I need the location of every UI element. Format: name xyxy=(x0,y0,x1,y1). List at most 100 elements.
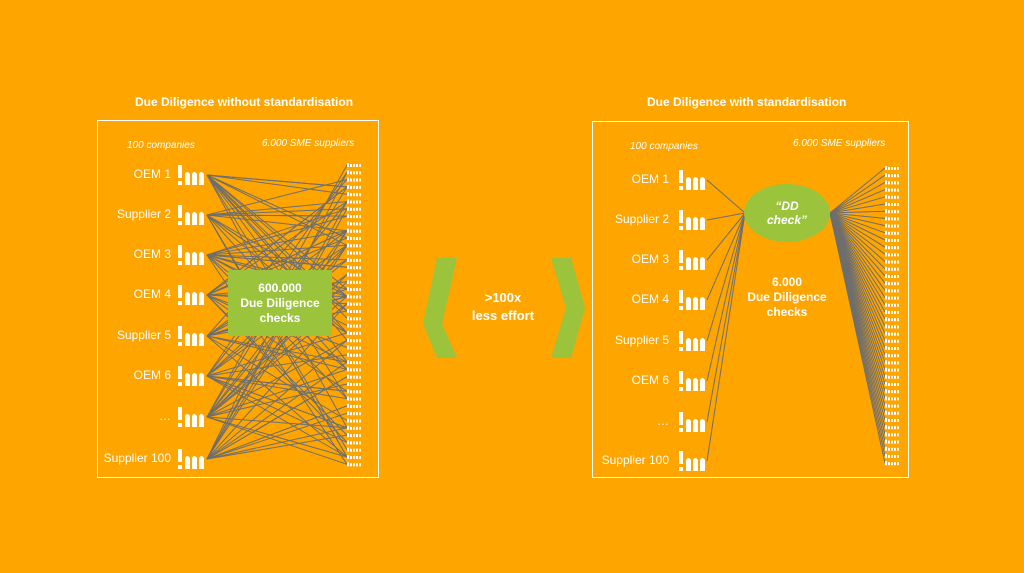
right-hub-supplier-line xyxy=(829,212,886,270)
small-factory-icon xyxy=(885,230,899,235)
left-row-label: OEM 6 xyxy=(133,368,171,382)
right-checks-text: 6.000 Due Diligence checks xyxy=(735,275,839,320)
dd-check-line-1: “DD xyxy=(775,199,799,213)
factory-icon xyxy=(679,412,705,432)
effort-label: less effort xyxy=(471,308,535,323)
left-connection-line xyxy=(206,214,348,217)
small-factory-icon xyxy=(885,374,899,379)
small-factory-icon xyxy=(347,301,361,306)
small-factory-icon xyxy=(885,194,899,199)
small-factory-icon xyxy=(885,180,899,185)
left-row-label: Supplier 100 xyxy=(103,451,171,465)
small-factory-icon xyxy=(347,433,361,438)
small-factory-icon xyxy=(347,236,361,240)
right-hub-supplier-line xyxy=(829,210,886,214)
left-connection-line xyxy=(206,179,348,216)
small-factory-icon xyxy=(885,360,899,365)
right-hub-supplier-line xyxy=(829,174,886,214)
small-factory-icon xyxy=(347,199,361,204)
right-hub-supplier-line xyxy=(829,212,886,262)
left-connection-line xyxy=(206,412,348,460)
right-row-label: Supplier 5 xyxy=(614,333,669,347)
left-companies-header: 100 companies xyxy=(127,140,195,151)
dd-check-hub: “DD check” xyxy=(744,184,830,242)
left-connection-line xyxy=(206,332,348,377)
left-connection-line xyxy=(206,375,348,443)
factory-icon xyxy=(178,449,204,469)
small-factory-icon xyxy=(347,287,361,292)
small-factory-icon xyxy=(885,302,899,307)
left-panel-title: Due Diligence without standardisation xyxy=(135,95,354,109)
left-connection-line xyxy=(206,201,348,216)
left-connection-line xyxy=(206,416,348,465)
right-hub-supplier-line xyxy=(829,212,886,320)
small-factory-icon xyxy=(347,455,361,459)
left-connection-line xyxy=(206,174,348,246)
left-connection-line xyxy=(206,230,348,256)
right-hub-supplier-line xyxy=(829,212,886,277)
factory-icon xyxy=(178,205,204,225)
right-row-label: OEM 1 xyxy=(631,172,669,186)
small-factory-icon xyxy=(885,209,899,214)
small-factory-icon xyxy=(347,170,361,175)
right-hub-supplier-line xyxy=(829,212,886,255)
right-company-hub-line xyxy=(706,212,746,221)
left-row-label: Supplier 2 xyxy=(116,207,171,221)
factory-icon xyxy=(178,285,204,305)
small-factory-icon xyxy=(885,353,899,358)
factory-icon xyxy=(679,331,705,351)
small-factory-icon xyxy=(347,243,361,248)
small-factory-icon xyxy=(347,425,361,430)
left-connection-line xyxy=(206,214,348,232)
small-factory-icon xyxy=(885,238,899,242)
small-factory-icon xyxy=(347,228,361,233)
left-connection-line xyxy=(206,416,348,429)
small-factory-icon xyxy=(347,163,361,167)
small-factory-icon xyxy=(885,202,899,206)
left-checks-count: 600.000 xyxy=(258,280,302,295)
left-connection-line xyxy=(206,208,348,216)
small-factory-icon xyxy=(885,439,899,444)
small-factory-icon xyxy=(347,323,361,328)
left-connection-line xyxy=(206,244,348,256)
small-factory-icon xyxy=(347,411,361,416)
small-factory-icon xyxy=(347,250,361,255)
factory-icon xyxy=(679,170,705,190)
small-factory-icon xyxy=(885,317,899,322)
left-checks-label: Due Diligence xyxy=(240,295,320,310)
right-panel-title: Due Diligence with standardisation xyxy=(647,95,847,109)
small-factory-icon xyxy=(885,173,899,178)
left-connection-line xyxy=(206,254,348,268)
right-hub-supplier-line xyxy=(829,212,886,234)
left-connection-line xyxy=(206,339,348,418)
left-row-label: … xyxy=(159,409,171,423)
left-connection-line xyxy=(206,376,348,460)
small-factory-icon xyxy=(885,281,899,286)
small-factory-icon xyxy=(347,257,361,262)
factory-icon xyxy=(178,165,204,185)
right-hub-supplier-line xyxy=(829,212,886,298)
left-row-label: OEM 3 xyxy=(133,247,171,261)
small-factory-icon xyxy=(347,214,361,219)
small-factory-icon xyxy=(347,440,361,445)
factory-icon xyxy=(679,451,705,471)
small-factory-icon xyxy=(347,389,361,394)
small-factory-icon xyxy=(885,166,899,170)
right-panel-box xyxy=(592,121,909,478)
right-suppliers-header: 6.000 SME suppliers xyxy=(793,138,886,149)
right-company-hub-line xyxy=(706,212,746,462)
right-hub-supplier-line xyxy=(829,212,886,284)
right-hub-supplier-line xyxy=(829,212,886,306)
small-factory-icon xyxy=(885,310,899,314)
factory-icon xyxy=(178,245,204,265)
small-factory-icon xyxy=(347,396,361,401)
small-factory-icon xyxy=(885,461,899,466)
left-suppliers-header: 6.000 SME suppliers xyxy=(262,138,355,149)
right-company-hub-line xyxy=(706,212,746,423)
right-row-label: Supplier 100 xyxy=(601,453,669,467)
factory-icon xyxy=(679,290,705,310)
left-row-label: OEM 4 xyxy=(133,287,171,301)
left-connection-line xyxy=(206,354,348,377)
effort-factor: >100x xyxy=(484,290,522,305)
